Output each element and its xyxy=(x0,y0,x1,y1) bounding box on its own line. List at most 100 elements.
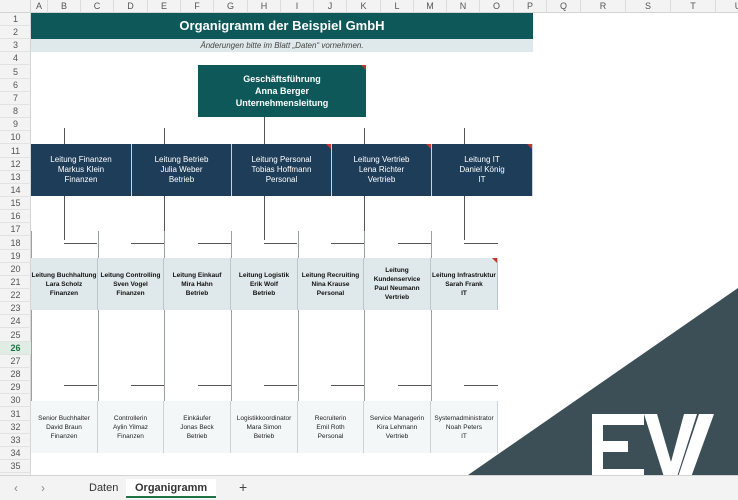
tab-organigramm[interactable]: Organigramm xyxy=(126,479,217,498)
lead-title: Leitung Buchhaltung xyxy=(31,271,97,279)
lead-department: Finanzen xyxy=(49,289,79,297)
lead-name: Erik Wolf xyxy=(249,280,279,288)
employee-box[interactable]: Logistikkoordinator Mara Simon Betrieb xyxy=(231,401,298,453)
column-header[interactable]: A xyxy=(31,0,48,13)
row-header[interactable]: 25 xyxy=(0,329,31,342)
team-lead-box[interactable]: Leitung Recruiting Nina Krause Personal xyxy=(298,258,364,310)
column-header[interactable]: Q xyxy=(547,0,581,13)
row-header[interactable]: 2 xyxy=(0,26,31,40)
connector xyxy=(264,196,265,240)
column-header[interactable]: L xyxy=(381,0,414,13)
comment-indicator xyxy=(492,258,497,263)
employee-box[interactable]: Senior Buchhalter David Braun Finanzen xyxy=(31,401,98,453)
row-header[interactable]: 20 xyxy=(0,263,31,276)
manager-box[interactable]: Leitung Finanzen Markus Klein Finanzen xyxy=(31,144,132,196)
row-header[interactable]: 16 xyxy=(0,210,31,224)
row-header[interactable]: 1 xyxy=(0,13,31,26)
column-header[interactable]: R xyxy=(581,0,626,13)
row-header[interactable]: 6 xyxy=(0,79,31,92)
row-header[interactable]: 21 xyxy=(0,276,31,289)
manager-box[interactable]: Leitung Personal Tobias Hoffmann Persona… xyxy=(232,144,332,196)
column-header[interactable]: M xyxy=(414,0,447,13)
column-header[interactable]: T xyxy=(671,0,716,13)
connector xyxy=(331,385,364,386)
connector xyxy=(64,128,65,144)
row-header[interactable]: 18 xyxy=(0,237,31,250)
select-all-corner[interactable] xyxy=(0,0,31,13)
row-header[interactable]: 7 xyxy=(0,92,31,105)
manager-title: Leitung Personal xyxy=(251,155,312,164)
employee-box[interactable]: Einkäufer Jonas Beck Betrieb xyxy=(164,401,231,453)
team-lead-box[interactable]: Leitung Logistik Erik Wolf Betrieb xyxy=(231,258,298,310)
row-header[interactable]: 3 xyxy=(0,39,31,53)
row-header[interactable]: 13 xyxy=(0,171,31,184)
manager-box[interactable]: Leitung Betrieb Julia Weber Betrieb xyxy=(132,144,232,196)
manager-box[interactable]: Leitung IT Daniel König IT xyxy=(432,144,533,196)
manager-box[interactable]: Leitung Vertrieb Lena Richter Vertrieb xyxy=(332,144,432,196)
column-header[interactable]: B xyxy=(48,0,81,13)
add-sheet-button[interactable]: + xyxy=(239,479,248,495)
chevron-left-icon[interactable]: ‹ xyxy=(14,481,18,495)
row-header[interactable]: 31 xyxy=(0,408,31,421)
row-header[interactable]: 19 xyxy=(0,250,31,263)
row-header[interactable]: 30 xyxy=(0,394,31,408)
row-header[interactable]: 29 xyxy=(0,381,31,395)
branch-line xyxy=(298,231,299,453)
row-header[interactable]: 15 xyxy=(0,197,31,211)
employee-box[interactable]: Controllerin Aylin Yilmaz Finanzen xyxy=(98,401,164,453)
row-header[interactable]: 34 xyxy=(0,447,31,460)
employee-box[interactable]: Systemadministrator Noah Peters IT xyxy=(431,401,498,453)
manager-name: Markus Klein xyxy=(57,165,105,174)
column-header[interactable]: C xyxy=(81,0,114,13)
team-lead-box[interactable]: Leitung Buchhaltung Lara Scholz Finanzen xyxy=(31,258,98,310)
row-header[interactable]: 12 xyxy=(0,158,31,171)
column-header[interactable]: S xyxy=(626,0,671,13)
chevron-right-icon[interactable]: › xyxy=(41,481,45,495)
row-header[interactable]: 10 xyxy=(0,131,31,145)
team-lead-box[interactable]: Leitung Controlling Sven Vogel Finanzen xyxy=(98,258,164,310)
column-header[interactable]: J xyxy=(314,0,347,13)
row-header[interactable]: 26 xyxy=(0,341,31,355)
employee-box[interactable]: Recruiterin Emil Roth Personal xyxy=(298,401,364,453)
row-header[interactable]: 27 xyxy=(0,355,31,368)
row-header[interactable]: 23 xyxy=(0,302,31,316)
manager-name: Tobias Hoffmann xyxy=(251,165,312,174)
row-header[interactable]: 28 xyxy=(0,368,31,382)
worksheet-grid[interactable]: Organigramm der Beispiel GmbH Änderungen… xyxy=(31,13,738,475)
column-header[interactable]: K xyxy=(347,0,381,13)
connector xyxy=(164,196,165,240)
column-header[interactable]: I xyxy=(281,0,314,13)
row-header[interactable]: 11 xyxy=(0,145,31,158)
row-header[interactable]: 24 xyxy=(0,315,31,329)
column-header[interactable]: G xyxy=(214,0,248,13)
lead-name: Nina Krause xyxy=(311,280,350,288)
column-header[interactable]: N xyxy=(447,0,480,13)
column-header[interactable]: H xyxy=(248,0,281,13)
employee-box[interactable]: Service Managerin Kira Lehmann Vertrieb xyxy=(364,401,431,453)
row-header[interactable]: 22 xyxy=(0,289,31,303)
column-header[interactable]: P xyxy=(514,0,547,13)
lead-title: Leitung Infrastruktur xyxy=(432,271,496,279)
team-lead-box[interactable]: Leitung Kundenservice Paul Neumann Vertr… xyxy=(364,258,431,310)
row-header[interactable]: 8 xyxy=(0,105,31,119)
row-header[interactable]: 35 xyxy=(0,460,31,474)
column-header[interactable]: O xyxy=(480,0,514,13)
row-header[interactable]: 32 xyxy=(0,421,31,434)
employee-name: Noah Peters xyxy=(445,423,483,431)
row-header[interactable]: 9 xyxy=(0,118,31,132)
column-header[interactable]: D xyxy=(114,0,148,13)
row-header[interactable]: 4 xyxy=(0,52,31,66)
column-header[interactable]: E xyxy=(148,0,181,13)
team-lead-box[interactable]: Leitung Einkauf Mira Hahn Betrieb xyxy=(164,258,231,310)
row-header[interactable]: 17 xyxy=(0,223,31,237)
manager-name: Julia Weber xyxy=(160,165,203,174)
ceo-box[interactable]: Geschäftsführung Anna Berger Unternehmen… xyxy=(198,65,366,117)
tab-daten[interactable]: Daten xyxy=(89,482,119,494)
row-header[interactable]: 5 xyxy=(0,66,31,79)
team-lead-box[interactable]: Leitung Infrastruktur Sarah Frank IT xyxy=(431,258,498,310)
column-header[interactable]: U xyxy=(716,0,738,13)
row-header[interactable]: 14 xyxy=(0,184,31,197)
connector xyxy=(64,385,97,386)
row-header[interactable]: 33 xyxy=(0,434,31,447)
column-header[interactable]: F xyxy=(181,0,214,13)
